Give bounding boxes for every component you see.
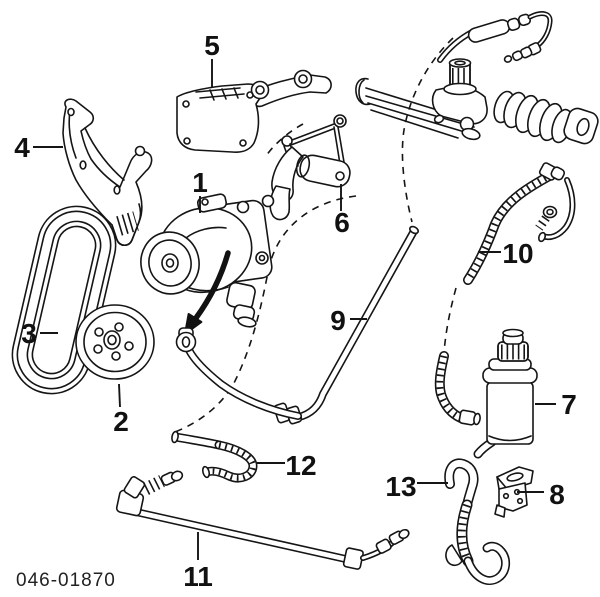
- callout-1: 1: [192, 167, 208, 213]
- banjo-bolt-10: [535, 205, 558, 231]
- banjo-fitting: [175, 331, 197, 353]
- callout-13: 13: [385, 471, 448, 502]
- hose-10-lower-elbow: [436, 355, 463, 422]
- callout-11-label: 11: [183, 561, 213, 592]
- callouts: 1 2 3 4 5 6 7 8: [14, 30, 577, 592]
- callout-4: 4: [14, 132, 63, 163]
- bracket-4: [62, 98, 153, 247]
- pressure-line-9: [175, 225, 419, 425]
- callout-7: 7: [535, 389, 577, 420]
- callout-1-label: 1: [192, 167, 208, 198]
- callout-5: 5: [204, 30, 220, 88]
- rack-end-cap: [563, 107, 599, 145]
- callout-11: 11: [183, 532, 213, 592]
- bracket-6: [269, 114, 351, 221]
- hose-13: [444, 458, 510, 586]
- steering-rack: [355, 58, 599, 145]
- callout-10: 10: [478, 238, 534, 269]
- callout-2: 2: [113, 383, 129, 437]
- callout-9-label: 9: [330, 305, 346, 336]
- callout-9: 9: [330, 305, 367, 336]
- callout-13-label: 13: [385, 471, 416, 502]
- callout-12-label: 12: [285, 450, 316, 481]
- fluid-reservoir: [473, 328, 538, 459]
- rack-bellows: [493, 90, 573, 144]
- callout-2-label: 2: [113, 406, 129, 437]
- callout-10-label: 10: [502, 238, 533, 269]
- callout-3: 3: [21, 318, 58, 349]
- callout-12: 12: [257, 450, 317, 481]
- callout-8-label: 8: [549, 479, 565, 510]
- power-steering-pump: [140, 193, 275, 328]
- rack-feed-hose: [437, 11, 553, 63]
- fluid-pipe-11: [115, 470, 410, 570]
- callout-3-label: 3: [21, 318, 37, 349]
- callout-5-label: 5: [204, 30, 220, 61]
- hose-12: [171, 430, 258, 483]
- hose-13-tab: [445, 544, 463, 567]
- callout-6: 6: [334, 184, 350, 238]
- bracket-5: [176, 69, 332, 153]
- callout-6-label: 6: [334, 207, 350, 238]
- callout-8: 8: [517, 479, 565, 510]
- hose-10: [434, 162, 576, 426]
- pulley: [75, 304, 155, 380]
- tie-rod-end: [355, 77, 371, 106]
- dashed-guide-arcs: [169, 37, 457, 435]
- diagram-code: 046-01870: [16, 570, 116, 591]
- callout-7-label: 7: [561, 389, 577, 420]
- callout-4-label: 4: [14, 132, 30, 163]
- bracket-8: [494, 466, 534, 518]
